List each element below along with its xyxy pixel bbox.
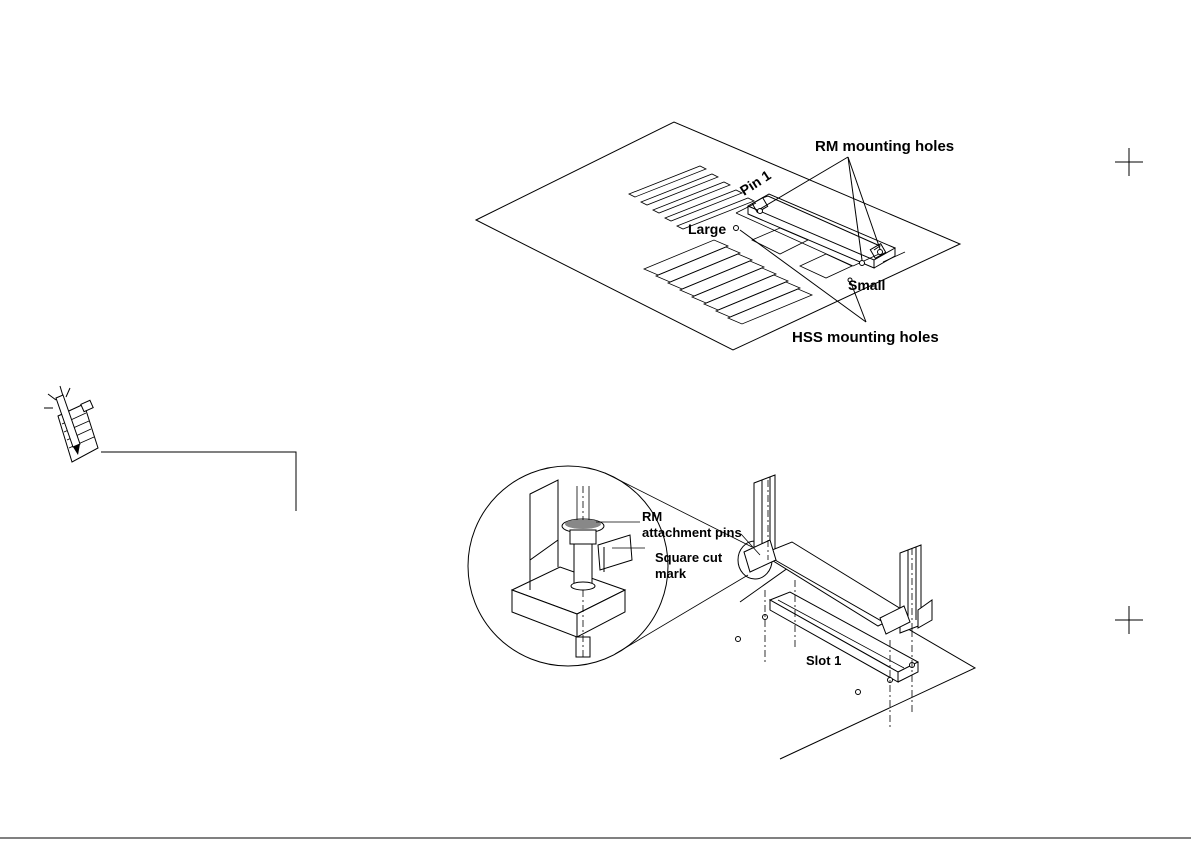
rm-attachment-label-line2: attachment pins — [642, 525, 742, 540]
square-cut-label-line2: mark — [655, 566, 687, 581]
note-pencil-icon — [44, 386, 98, 462]
rm-attachment-label-line1: RM — [642, 509, 662, 524]
slot1-label: Slot 1 — [806, 653, 841, 668]
square-cut-label-line1: Square cut — [655, 550, 723, 565]
crop-mark-bottom-right — [1115, 606, 1143, 634]
rm-mounting-holes-label: RM mounting holes — [815, 138, 954, 155]
crop-mark-top-right — [1115, 148, 1143, 176]
large-hole-label: Large — [688, 221, 726, 237]
note-bracket — [101, 452, 296, 511]
hss-mounting-holes-label: HSS mounting holes — [792, 329, 939, 346]
small-hole-label: Small — [848, 277, 885, 293]
retention-module-bottom-diagram — [468, 466, 975, 759]
